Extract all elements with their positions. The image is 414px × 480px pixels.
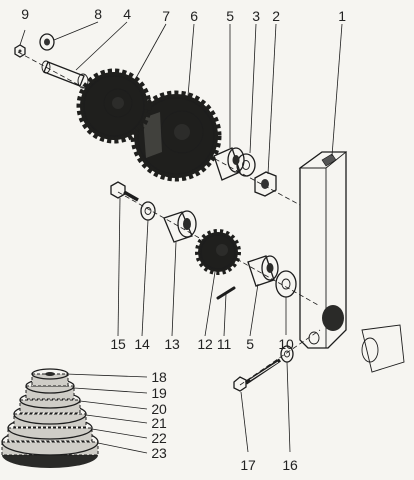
callout-19: 19 — [151, 385, 167, 401]
part-17-bolt — [233, 358, 281, 392]
callout-23: 23 — [151, 445, 167, 461]
leader-lines — [19, 21, 343, 454]
callout-22: 22 — [151, 430, 167, 446]
callout-20: 20 — [151, 401, 167, 417]
callout-3: 3 — [252, 8, 260, 24]
part-2-nut — [254, 171, 277, 197]
gear-cluster-18-23 — [1, 368, 99, 468]
part-1-bracket — [298, 151, 405, 373]
callout-15: 15 — [110, 336, 126, 352]
callout-2: 2 — [272, 8, 280, 24]
part-7-gear — [76, 68, 152, 144]
part-11-pin — [216, 286, 236, 300]
callout-18: 18 — [151, 369, 167, 385]
callout-13: 13 — [164, 336, 180, 352]
callout-9: 9 — [21, 6, 29, 22]
callout-17: 17 — [240, 457, 256, 473]
part-13-sleeve — [163, 210, 197, 243]
part-15-screw — [110, 181, 139, 202]
callout-11: 11 — [216, 336, 232, 352]
callout-10: 10 — [278, 336, 294, 352]
part-5-bushing-upper — [213, 147, 245, 181]
part-10-washer — [275, 270, 297, 298]
part-9-nut — [14, 44, 26, 58]
part-5-bushing-lower — [247, 255, 279, 287]
part-4-shaft — [41, 60, 89, 89]
part-12-small-gear — [195, 229, 241, 275]
part-14-washer — [140, 201, 156, 221]
callout-8: 8 — [94, 6, 102, 22]
callout-12: 12 — [197, 336, 213, 352]
callout-4: 4 — [123, 6, 131, 22]
callout-5-lower: 5 — [246, 336, 254, 352]
callout-6: 6 — [190, 8, 198, 24]
part-8-washer — [39, 33, 55, 51]
callout-14: 14 — [134, 336, 150, 352]
callout-21: 21 — [151, 415, 167, 431]
part-6-large-gear — [130, 90, 222, 182]
callout-16: 16 — [282, 457, 298, 473]
callout-5-upper: 5 — [226, 8, 234, 24]
callout-7: 7 — [162, 8, 170, 24]
callout-1: 1 — [338, 8, 346, 24]
